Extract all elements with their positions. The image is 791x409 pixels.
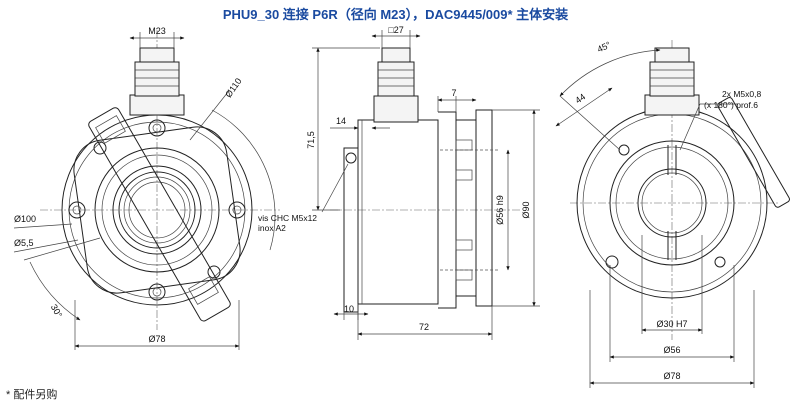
dim-72: 72 xyxy=(419,322,429,332)
dim-14: 14 xyxy=(336,116,346,126)
footnote: * 配件另购 xyxy=(6,389,58,401)
dim-d78-rear: Ø78 xyxy=(663,371,680,381)
dim-d5-5: Ø5,5 xyxy=(14,238,34,248)
thread-note-line2: (x 180°) prof.6 xyxy=(704,100,758,110)
screw-note-line1: vis CHC M5x12 xyxy=(258,213,317,223)
rear-view: 45° 44 2x M5x0,8 (x 180°) prof.6 Ø30 H7 … xyxy=(555,39,790,388)
thread-note-line1: 2x M5x0,8 xyxy=(722,89,761,99)
dim-45deg: 45° xyxy=(596,39,613,54)
dim-d30h7: Ø30 H7 xyxy=(656,319,687,329)
drawing-title: PHU9_30 连接 P6R（径向 M23），DAC9445/009* 主体安装 xyxy=(222,7,569,22)
dim-d78-front: Ø78 xyxy=(148,334,165,344)
dim-d110: Ø110 xyxy=(223,76,243,99)
dim-d90: Ø90 xyxy=(521,201,531,218)
dim-d56h9: Ø56 h9 xyxy=(495,195,505,225)
dim-10: 10 xyxy=(344,304,354,314)
dim-71-5: 71,5 xyxy=(306,131,316,149)
dim-7: 7 xyxy=(451,88,456,98)
dim-sq27: □27 xyxy=(388,25,403,35)
side-view: □27 71,5 14 7 Ø56 h9 Ø90 10 72 vi xyxy=(258,25,540,340)
dim-m23: M23 xyxy=(148,26,166,36)
dim-d56: Ø56 xyxy=(663,345,680,355)
dim-44: 44 xyxy=(573,92,587,106)
screw-note-line2: inox A2 xyxy=(258,223,286,233)
front-view: M23 Ø110 Ø100 Ø5,5 30° Ø78 xyxy=(13,26,280,350)
dim-d100: Ø100 xyxy=(14,214,36,224)
dim-30deg: 30° xyxy=(49,303,65,320)
